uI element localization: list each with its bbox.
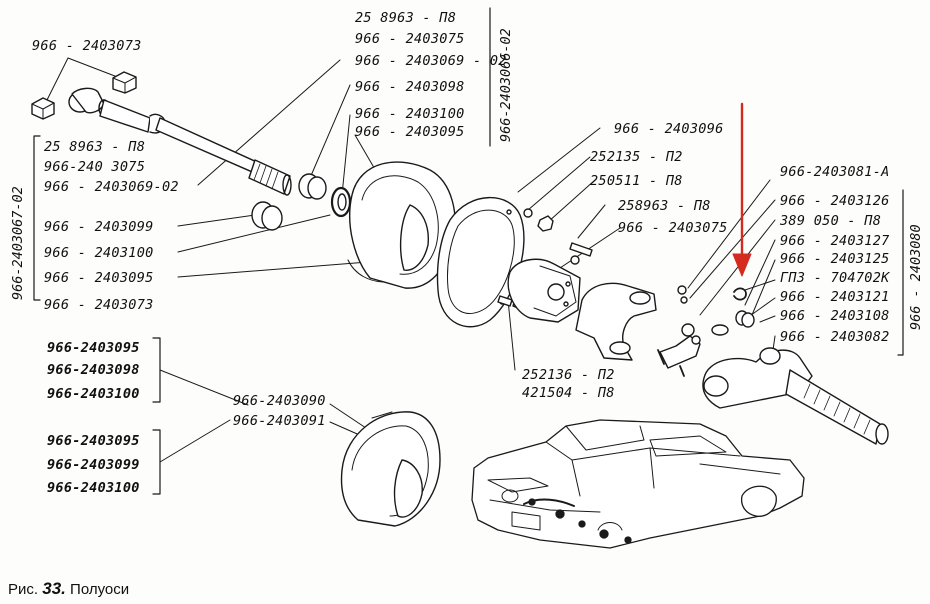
label-left-7: 966 - 2403073 <box>44 297 154 313</box>
label-bottom-mid-1: 252136 - П2 <box>522 367 615 383</box>
label-set1-a: 966-2403095 <box>47 340 140 356</box>
label-left-6: 966 - 2403095 <box>44 270 154 286</box>
label-set2-c: 966-2403100 <box>47 480 140 496</box>
leader-lines <box>44 57 776 463</box>
half-shaft-with-joint <box>31 71 292 196</box>
right-small-parts <box>711 287 755 336</box>
label-top-left-nut: 966 - 2403073 <box>32 38 142 54</box>
label-assembly-1: 966-2403090 <box>233 393 326 409</box>
label-mid-5: 966 - 2403075 <box>618 220 728 236</box>
output-shaft <box>702 347 889 445</box>
label-mid-4: 258963 - П8 <box>618 198 711 214</box>
label-left-group-1: 25 8963 - П8 <box>44 139 146 155</box>
label-set2-b: 966-2403099 <box>47 457 140 473</box>
label-right-8: 966 - 2403108 <box>780 308 890 324</box>
label-bottom-mid-2: 421504 - П8 <box>522 385 615 401</box>
red-indicator-arrow <box>732 102 752 277</box>
label-top-group-2: 966 - 2403075 <box>355 31 465 47</box>
figure-caption: Рис. 33. Полуоси <box>8 579 129 599</box>
label-top-group-6: 966 - 2403095 <box>355 124 465 140</box>
label-left-5: 966 - 2403100 <box>44 245 154 261</box>
caption-number: 33. <box>42 579 66 598</box>
label-right-9: 966 - 2403082 <box>780 329 890 345</box>
label-right-3: 389 050 - П8 <box>780 213 882 229</box>
label-vertical-right: 966 - 2403080 <box>908 224 924 330</box>
label-left-4: 966 - 2403099 <box>44 219 154 235</box>
label-right-1: 966-2403081-А <box>780 164 890 180</box>
label-mid-2: 252135 - П2 <box>590 149 683 165</box>
label-mid-3: 250511 - П8 <box>590 173 683 189</box>
label-top-group-5: 966 - 2403100 <box>355 106 465 122</box>
label-right-4: 966 - 2403127 <box>780 233 890 249</box>
label-right-2: 966 - 2403126 <box>780 193 890 209</box>
label-top-group-3: 966 - 2403069 - 02 <box>355 53 507 69</box>
label-set1-b: 966-2403098 <box>47 362 140 378</box>
flange <box>507 258 581 323</box>
caption-prefix: Рис. <box>8 581 39 598</box>
caption-title: Полуоси <box>70 581 130 598</box>
label-set1-c: 966-2403100 <box>47 386 140 402</box>
car-sketch <box>471 419 805 549</box>
label-left-group-2: 966-240 3075 <box>44 159 146 175</box>
label-left-group-3: 966 - 2403069-02 <box>44 179 179 195</box>
label-top-group-4: 966 - 2403098 <box>355 79 465 95</box>
rubber-boot-housing <box>347 161 456 289</box>
gasket-plate <box>436 196 525 328</box>
universal-joint-yoke <box>575 282 657 361</box>
label-top-group-1: 25 8963 - П8 <box>355 10 457 26</box>
bracket-lines <box>33 7 904 495</box>
bushing-parts <box>251 173 352 231</box>
label-set2-a: 966-2403095 <box>47 433 140 449</box>
label-vertical-top: 966-2403066-02 <box>498 28 514 142</box>
label-vertical-left: 966-2403067-02 <box>10 186 26 300</box>
label-right-5: 966 - 2403125 <box>780 251 890 267</box>
label-right-7: 966 - 2403121 <box>780 289 890 305</box>
label-assembly-2: 966-2403091 <box>233 413 326 429</box>
cross-spider <box>657 285 701 377</box>
label-right-6: ГПЗ - 704702К <box>780 270 890 286</box>
boot-assembly-bottom <box>340 411 441 527</box>
label-mid-1: 966 - 2403096 <box>614 121 724 137</box>
